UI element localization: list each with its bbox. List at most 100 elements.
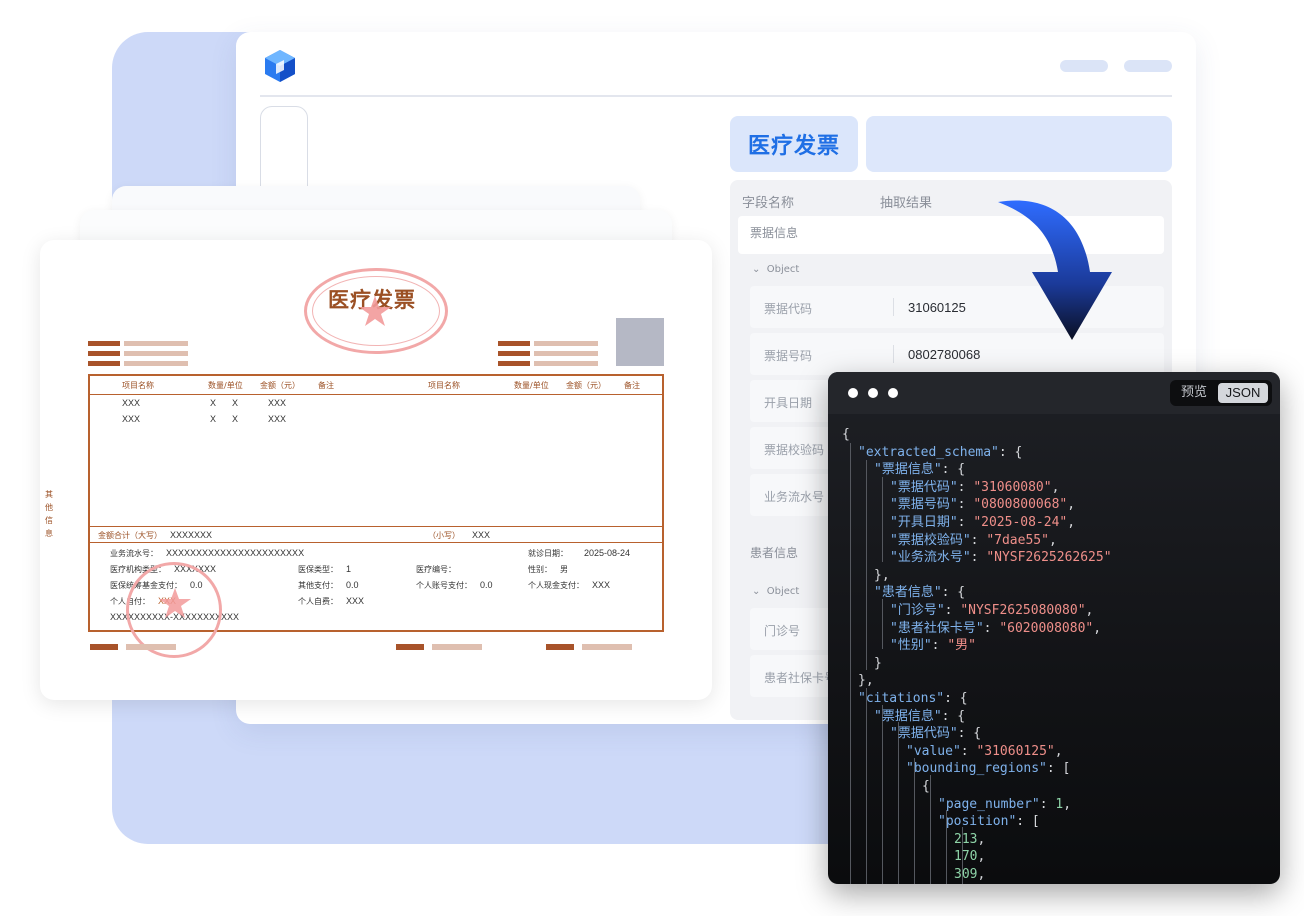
item-qty: X — [210, 414, 217, 424]
total-upper-label: 金额合计（大写） — [98, 531, 162, 540]
section-bill-info[interactable]: 票据信息 — [738, 216, 1164, 254]
decor-bar — [534, 351, 598, 356]
seal-stamp-inner — [312, 276, 440, 346]
code-line: }, — [858, 673, 874, 689]
self-fee-value: XXX — [346, 596, 365, 606]
indent-guide — [850, 443, 851, 884]
table-header: 项目名称 — [122, 381, 154, 390]
indent-guide — [946, 810, 947, 884]
field-key: 票据号码 — [764, 349, 813, 363]
window-dot-icon[interactable] — [868, 388, 878, 398]
code-line: "患者社保卡号": "6020008080", — [890, 620, 1102, 636]
doc-type-tag[interactable]: 医疗发票 — [730, 116, 858, 172]
gender-value: 男 — [560, 565, 568, 574]
acct-label: 个人账号支付： — [416, 581, 472, 590]
column-header-result: 抽取结果 — [880, 196, 933, 211]
code-line: "page_number": 1, — [938, 796, 1072, 812]
self-fee-label: 个人自费： — [298, 597, 338, 606]
date-label: 就诊日期： — [528, 549, 568, 558]
indent-guide — [882, 599, 883, 649]
window-dot-icon[interactable] — [888, 388, 898, 398]
table-header: 金额（元） — [566, 381, 606, 390]
code-line: 213, — [954, 831, 986, 847]
indent-guide — [882, 705, 883, 884]
table-header: 金额（元） — [260, 381, 300, 390]
item-unit: X — [232, 414, 239, 424]
decor-bar — [432, 644, 482, 650]
object-label: Object — [766, 586, 800, 597]
code-line: 309, — [954, 867, 986, 882]
indent-guide — [930, 775, 931, 884]
tab-preview[interactable]: 预览 — [1180, 385, 1207, 400]
gender-label: 性别： — [528, 565, 552, 574]
item-name: XXX — [122, 398, 141, 408]
field-key: 业务流水号 — [764, 490, 825, 504]
date-value: 2025-08-24 — [584, 548, 631, 558]
field-key: 开具日期 — [764, 396, 813, 410]
code-line: { — [922, 779, 930, 794]
field-key: 患者社保卡号 — [764, 671, 837, 685]
chevron-down-icon: ⌄ — [752, 586, 761, 597]
object-toggle[interactable]: ⌄ Object — [738, 256, 1164, 284]
code-line: "票据代码": "31060080", — [890, 479, 1060, 495]
code-line: }, — [874, 567, 890, 583]
acct-value: 0.0 — [480, 580, 493, 590]
qr-code — [616, 318, 664, 366]
item-unit: X — [232, 398, 239, 408]
item-amount: XXX — [268, 398, 287, 408]
table-header: 数量/单位 — [208, 381, 243, 390]
code-line: "position": [ — [938, 814, 1040, 830]
ins-type-label: 医保类型： — [298, 565, 338, 574]
seal-stamp — [304, 268, 448, 354]
decor-bar — [534, 361, 598, 366]
code-line: "门诊号": "NYSF2625080080", — [890, 603, 1094, 618]
header-action-pill[interactable] — [1060, 60, 1108, 72]
other-pay-value: 0.0 — [346, 580, 359, 590]
decor-bar — [124, 341, 188, 346]
decor-bar — [124, 361, 188, 366]
indent-guide — [914, 758, 915, 884]
doc-type-placeholder — [866, 116, 1172, 172]
table-header: 备注 — [318, 381, 334, 390]
field-key: 票据校验码 — [764, 443, 825, 457]
total-upper: XXXXXXX — [170, 530, 213, 540]
indent-guide — [882, 477, 883, 562]
code-line: "性别": "男" — [890, 638, 976, 654]
decor-bar — [124, 351, 188, 356]
star-icon — [159, 588, 191, 618]
decor-bar — [498, 351, 530, 356]
serial-value: XXXXXXXXXXXXXXXXXXXXXXX — [166, 548, 305, 558]
header-action-pill[interactable] — [1124, 60, 1172, 72]
code-line: "患者信息": { — [874, 585, 966, 601]
object-toggle[interactable]: ⌄ Object — [738, 578, 1164, 606]
code-line: "票据校验码": "7dae55", — [890, 532, 1057, 548]
header-divider — [260, 95, 1172, 97]
org-type-label: 医疗机构类型： — [110, 565, 166, 574]
curved-arrow-icon — [998, 200, 1112, 340]
tab-json[interactable]: JSON — [1218, 383, 1268, 403]
table-rule — [90, 526, 662, 527]
other-pay-label: 其他支付： — [298, 581, 338, 590]
indent-guide — [962, 827, 963, 884]
code-line: "票据代码": { — [890, 726, 982, 742]
med-no-label: 医疗编号： — [416, 565, 456, 574]
decor-bar — [126, 644, 176, 650]
serial-label: 业务流水号： — [110, 549, 158, 558]
decor-bar — [88, 351, 120, 356]
field-row[interactable]: 票据号码 0802780068 — [750, 333, 1164, 375]
indent-guide — [866, 688, 867, 884]
field-value: 0802780068 — [908, 347, 981, 362]
column-header-field: 字段名称 — [742, 196, 795, 211]
ins-type-value: 1 — [346, 564, 352, 574]
code-line: "extracted_schema": { — [858, 444, 1023, 460]
table-header: 备注 — [624, 381, 640, 390]
code-line: 170, — [954, 849, 986, 865]
table-rule — [90, 542, 662, 543]
decor-bar — [498, 361, 530, 366]
round-seal-stamp — [126, 562, 222, 658]
decor-bar — [396, 644, 424, 650]
window-dot-icon[interactable] — [848, 388, 858, 398]
code-line: "票据信息": { — [874, 708, 966, 724]
table-header: 项目名称 — [428, 381, 460, 390]
